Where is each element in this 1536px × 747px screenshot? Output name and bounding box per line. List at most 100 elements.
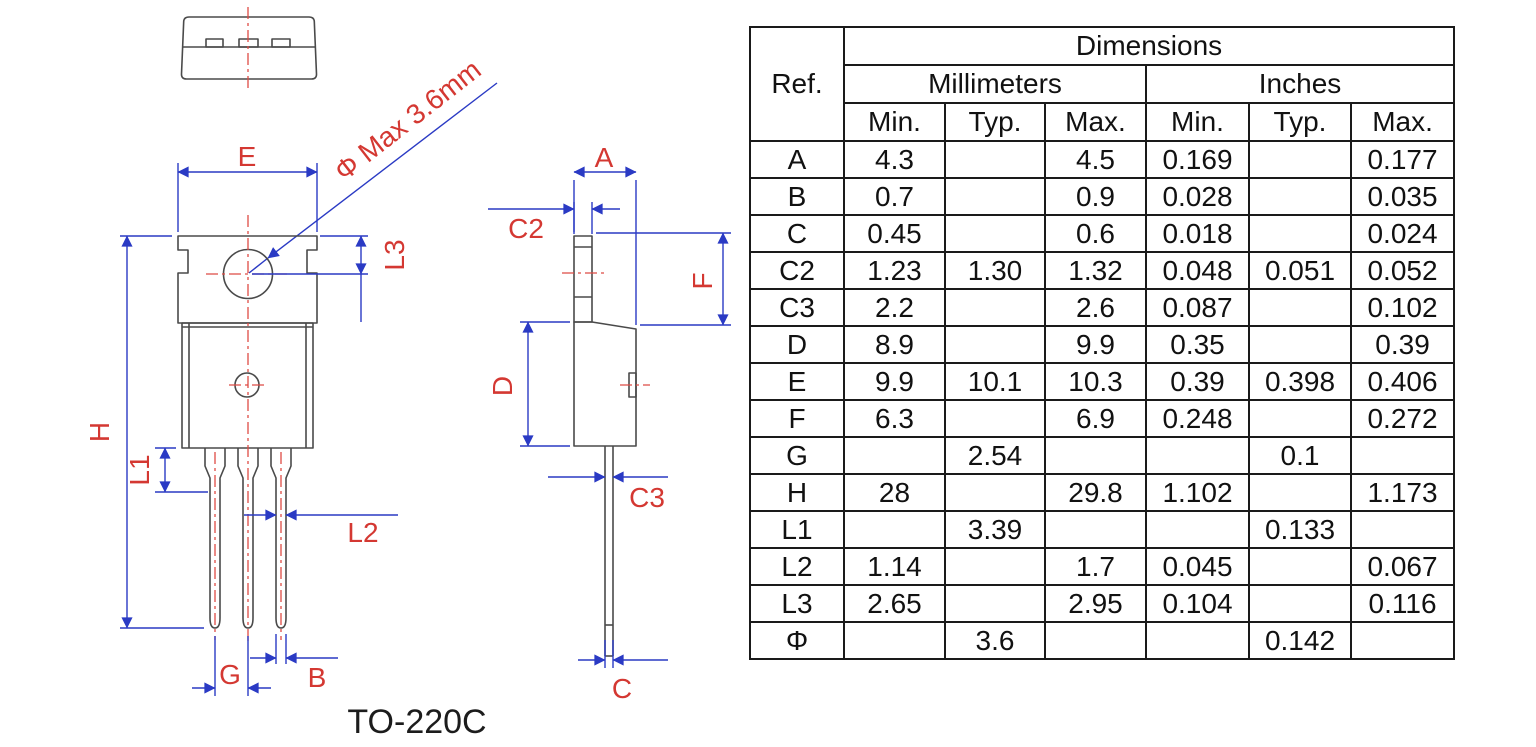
max-header-cell: Max. (1044, 102, 1147, 142)
value-cell: 0.035 (1349, 177, 1456, 216)
ref-cell: F (749, 399, 845, 438)
front-tab-outline (177, 235, 318, 324)
value-cell (1349, 621, 1456, 660)
dim-C2: C2 (488, 202, 620, 244)
value-cell (1044, 436, 1147, 475)
ref-cell: E (749, 362, 845, 401)
value-cell: 0.39 (1349, 325, 1456, 364)
value-cell (1145, 621, 1250, 660)
value-cell (1248, 473, 1352, 512)
table-header-row: Millimeters Inches (750, 64, 1456, 104)
dim-label-L2: L2 (347, 517, 378, 548)
value-cell: 0.248 (1145, 399, 1250, 438)
lead-3 (270, 448, 292, 629)
value-cell: 1.30 (944, 251, 1046, 290)
dim-L3: L3 (252, 235, 410, 322)
dimensions-table: Ref. Dimensions Millimeters Inches Min. … (749, 26, 1456, 660)
value-cell: 0.39 (1145, 362, 1250, 401)
value-cell (1248, 547, 1352, 586)
dim-E: E (177, 141, 318, 232)
top-view-outline (180, 16, 318, 80)
ref-cell: A (749, 140, 845, 179)
ref-cell: G (749, 436, 845, 475)
value-cell (944, 214, 1046, 253)
dim-label-A: A (595, 142, 614, 173)
ref-cell: D (749, 325, 845, 364)
value-cell: 0.142 (1248, 621, 1352, 660)
value-cell: 29.8 (1044, 473, 1147, 512)
value-cell: 0.177 (1349, 140, 1456, 179)
top-view (180, 7, 318, 89)
value-cell: 6.9 (1044, 399, 1147, 438)
value-cell (1248, 177, 1352, 216)
value-cell (944, 177, 1046, 216)
value-cell (944, 584, 1046, 623)
table-header-row: Ref. Dimensions (749, 26, 1456, 142)
max-header-cell: Max. (1349, 102, 1456, 142)
value-cell: 0.067 (1349, 547, 1456, 586)
value-cell: 0.35 (1145, 325, 1250, 364)
value-cell: 1.102 (1145, 473, 1250, 512)
value-cell: 4.3 (843, 140, 946, 179)
dim-C: C (578, 640, 668, 704)
value-cell: 0.104 (1145, 584, 1250, 623)
value-cell: 4.5 (1044, 140, 1147, 179)
value-cell: 0.048 (1145, 251, 1250, 290)
value-cell (1248, 214, 1352, 253)
value-cell: 2.6 (1044, 288, 1147, 327)
dim-label-E: E (238, 141, 257, 172)
dim-label-C3: C3 (629, 482, 665, 513)
value-cell: 0.018 (1145, 214, 1250, 253)
value-cell: 6.3 (843, 399, 946, 438)
ref-cell: L1 (749, 510, 845, 549)
lead-1 (204, 448, 226, 629)
top-view-tab (205, 38, 224, 48)
value-cell (843, 436, 946, 475)
value-cell: 1.32 (1044, 251, 1147, 290)
dim-label-G: G (219, 659, 241, 690)
value-cell (1349, 510, 1456, 549)
side-tab-outline (573, 235, 593, 323)
value-cell (1248, 584, 1352, 623)
front-view (177, 215, 318, 645)
value-cell: 10.3 (1044, 362, 1147, 401)
dim-F: F (596, 232, 731, 326)
value-cell: 1.23 (843, 251, 946, 290)
package-drawing: Φ Max 3.6mm E L3 (84, 7, 731, 741)
ref-cell: L3 (749, 584, 845, 623)
value-cell (1248, 325, 1352, 364)
value-cell (1145, 510, 1250, 549)
table-header-row: Min. Typ. Max. Min. Typ. Max. (750, 102, 1456, 142)
value-cell: 1.7 (1044, 547, 1147, 586)
value-cell: 0.051 (1248, 251, 1352, 290)
value-cell: 9.9 (843, 362, 946, 401)
value-cell: 0.102 (1349, 288, 1456, 327)
value-cell: 0.087 (1145, 288, 1250, 327)
value-cell: 0.169 (1145, 140, 1250, 179)
value-cell (944, 140, 1046, 179)
value-cell: 0.028 (1145, 177, 1250, 216)
value-cell (1248, 288, 1352, 327)
value-cell (843, 621, 946, 660)
value-cell (944, 399, 1046, 438)
dim-B: B (250, 634, 338, 693)
value-cell: 0.116 (1349, 584, 1456, 623)
hole-diameter-note: Φ Max 3.6mm (329, 54, 487, 187)
typ-header-cell: Typ. (1248, 102, 1352, 142)
value-cell (1349, 436, 1456, 475)
value-cell: 0.024 (1349, 214, 1456, 253)
dimensions-header-cell: Dimensions (842, 26, 1456, 66)
value-cell (944, 288, 1046, 327)
value-cell (1248, 140, 1352, 179)
top-view-tab (271, 38, 291, 48)
value-cell: 0.052 (1349, 251, 1456, 290)
min-header-cell: Min. (843, 102, 946, 142)
value-cell: 0.406 (1349, 362, 1456, 401)
